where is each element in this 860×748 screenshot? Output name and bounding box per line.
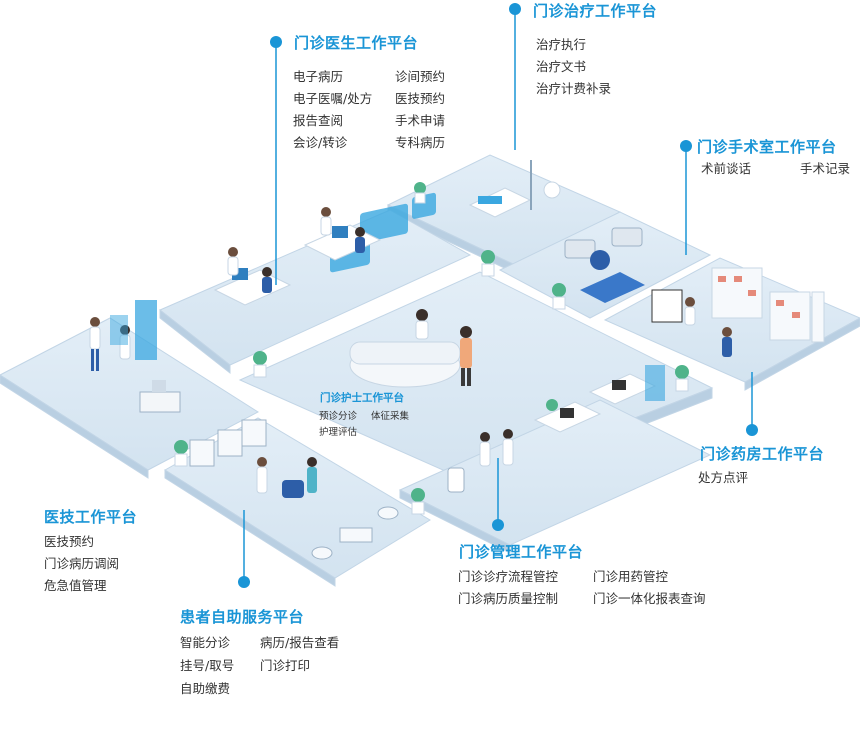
nurse-platform-title: 门诊护士工作平台 xyxy=(320,392,404,404)
whiteboard xyxy=(651,289,683,323)
medtech-item: 危急值管理 xyxy=(44,578,107,593)
furniture xyxy=(89,160,825,560)
doctor-item: 报告查阅 xyxy=(293,113,344,128)
treatment-item: 治疗计费补录 xyxy=(536,81,612,96)
exam-device xyxy=(447,467,465,493)
operating-table xyxy=(580,272,645,303)
medtech-equipment xyxy=(139,391,181,413)
management-item: 门诊病历质量控制 xyxy=(458,591,559,606)
treatment-item: 治疗文书 xyxy=(536,59,587,74)
iv-stand xyxy=(530,160,532,210)
doctor-item: 诊间预约 xyxy=(395,69,446,84)
doctor-item: 电子病历 xyxy=(293,69,344,84)
selfservice-platform-title: 患者自助服务平台 xyxy=(180,608,305,626)
selfservice-item: 门诊打印 xyxy=(260,658,311,673)
self-service-kiosks xyxy=(189,419,267,467)
management-platform-title: 门诊管理工作平台 xyxy=(459,543,584,561)
nurse-item: 体征采集 xyxy=(371,411,410,422)
nurse-item: 护理评估 xyxy=(319,427,358,438)
management-item: 门诊一体化报表查询 xyxy=(593,591,706,606)
treatment-platform-title: 门诊治疗工作平台 xyxy=(533,2,658,20)
doctor-item: 电子医嘱/处方 xyxy=(293,91,373,106)
selfservice-item: 病历/报告查看 xyxy=(260,635,340,650)
pharmacy-platform-title: 门诊药房工作平台 xyxy=(700,445,825,463)
medtech-item: 医技预约 xyxy=(44,534,95,549)
medtech-screen xyxy=(135,300,157,360)
floor-pharmacy xyxy=(603,257,860,383)
plants xyxy=(174,182,689,502)
management-item: 门诊诊疗流程管控 xyxy=(458,569,559,584)
surgery-item: 术前谈话 xyxy=(701,161,752,176)
nurse-item: 预诊分诊 xyxy=(319,411,358,422)
label-pins xyxy=(238,3,758,588)
doctor-item: 手术申请 xyxy=(395,113,446,128)
medtech-platform-title: 医技工作平台 xyxy=(44,508,138,526)
selfservice-item: 挂号/取号 xyxy=(180,658,235,673)
surgery-item: 手术记录 xyxy=(800,161,851,176)
leader-lines xyxy=(243,9,753,582)
selfservice-item: 自助缴费 xyxy=(180,681,231,696)
treatment-item: 治疗执行 xyxy=(536,37,587,52)
wheelchair xyxy=(282,480,304,498)
doctor-item: 会诊/转诊 xyxy=(293,135,348,150)
screen-panel xyxy=(360,203,408,243)
selfservice-item: 智能分诊 xyxy=(180,635,231,650)
pharmacy-shelves xyxy=(711,267,825,343)
doctor-platform-title: 门诊医生工作平台 xyxy=(294,34,419,52)
pharmacy-item: 处方点评 xyxy=(698,470,749,485)
management-item: 门诊用药管控 xyxy=(593,569,669,584)
surgery-platform-title: 门诊手术室工作平台 xyxy=(697,138,837,156)
doctor-item: 专科病历 xyxy=(395,135,446,150)
medtech-item: 门诊病历调阅 xyxy=(44,556,120,571)
doctor-item: 医技预约 xyxy=(395,91,446,106)
